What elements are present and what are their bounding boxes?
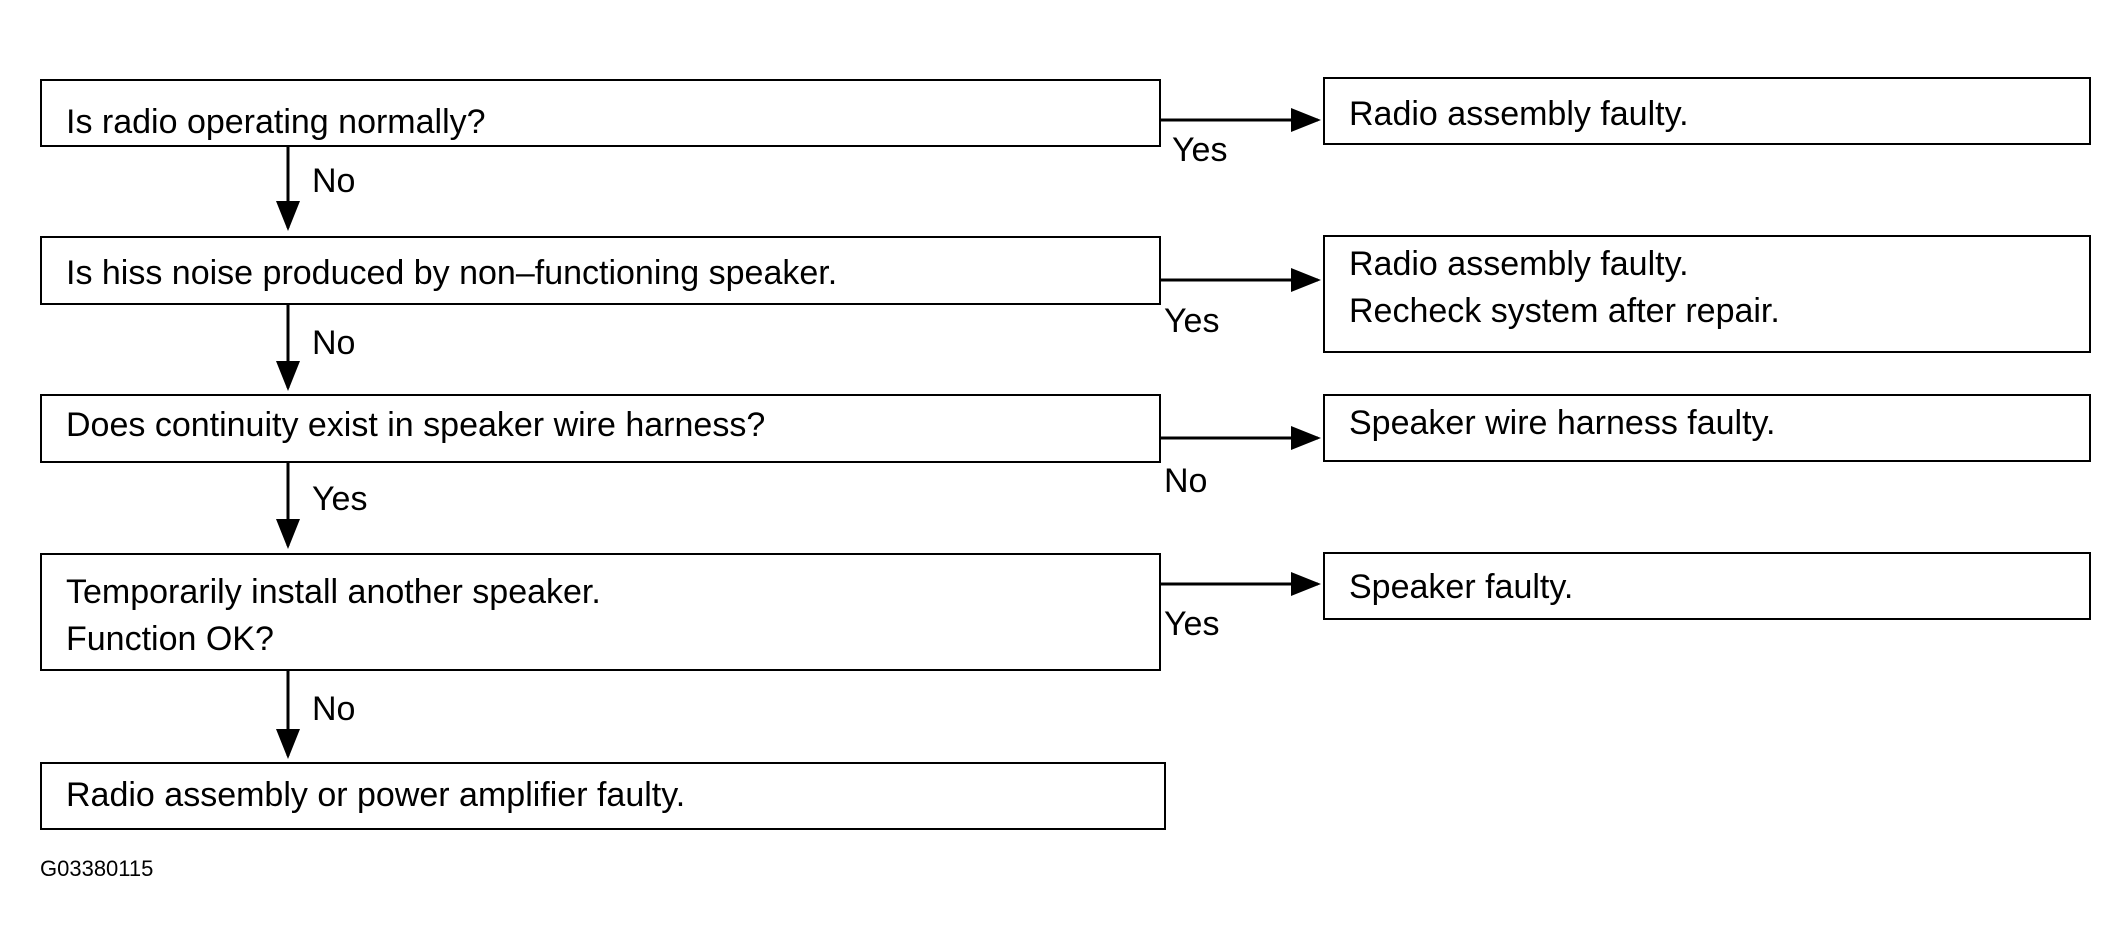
result-text: Speaker faulty. [1349,568,1574,606]
side-label-4: Yes [1164,605,1220,643]
question-box-4: Temporarily install another speaker. Fun… [40,553,1161,671]
result-text: Radio assembly faulty. [1349,95,1689,133]
result-text: Radio assembly or power amplifier faulty… [66,776,686,814]
question-text: Does continuity exist in speaker wire ha… [66,406,766,444]
result-box-4: Speaker faulty. [1323,552,2091,620]
question-box-2: Is hiss noise produced by non–functionin… [40,236,1161,305]
side-label-3: No [1164,462,1208,500]
down-label-1: No [312,162,356,200]
final-result-box: Radio assembly or power amplifier faulty… [40,762,1166,830]
question-text: Is radio operating normally? [66,103,486,141]
result-text: Speaker wire harness faulty. [1349,404,1776,442]
down-label-4: No [312,690,356,728]
result-box-1: Radio assembly faulty. [1323,77,2091,145]
down-label-3: Yes [312,480,368,518]
result-box-3: Speaker wire harness faulty. [1323,394,2091,462]
result-box-2: Radio assembly faulty. Recheck system af… [1323,235,2091,353]
question-box-3: Does continuity exist in speaker wire ha… [40,394,1161,463]
question-text: Function OK? [66,619,274,658]
result-text: Recheck system after repair. [1349,291,1780,330]
down-label-2: No [312,324,356,362]
side-label-1: Yes [1172,131,1228,169]
question-box-1: Is radio operating normally? [40,79,1161,147]
figure-code: G03380115 [40,856,154,881]
question-text: Temporarily install another speaker. [66,573,601,611]
result-text: Radio assembly faulty. [1349,245,1689,283]
question-text: Is hiss noise produced by non–functionin… [66,254,838,292]
side-label-2: Yes [1164,302,1220,340]
